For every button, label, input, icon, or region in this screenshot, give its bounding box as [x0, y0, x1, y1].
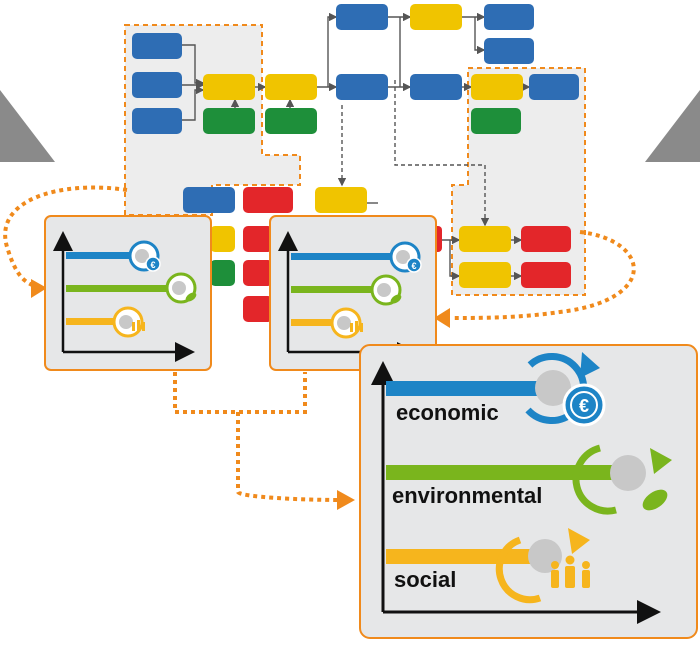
mini-bar-environmental — [291, 286, 379, 293]
process-box-yellow — [203, 74, 255, 100]
process-region-right — [451, 67, 586, 296]
bar-social — [386, 549, 534, 564]
globe-leaf-cycle-icon — [572, 444, 672, 515]
process-box-blue — [336, 74, 388, 100]
mini-chart-panel-1: € — [44, 215, 212, 371]
orange-flow-connectors — [3, 185, 636, 502]
process-box-yellow — [471, 74, 523, 100]
process-box-yellow — [315, 187, 367, 213]
process-box-red — [243, 226, 273, 252]
process-box-red — [243, 187, 293, 213]
process-box-blue — [529, 74, 579, 100]
mini-bar-economic — [66, 252, 144, 259]
globe-people-cycle-icon — [495, 528, 590, 604]
globe-people-cycle-icon — [112, 306, 145, 338]
process-connectors — [182, 12, 531, 281]
process-box-blue — [484, 38, 534, 64]
right-gray-wedge — [645, 90, 700, 162]
mini-bar-social — [291, 319, 341, 326]
globe-people-cycle-icon — [330, 307, 363, 339]
bar-environmental — [386, 465, 614, 480]
process-box-green — [210, 260, 235, 286]
process-box-blue — [132, 72, 182, 98]
mini-bar-economic — [291, 253, 403, 260]
globe-euro-cycle-icon: € — [128, 240, 161, 272]
process-box-green — [203, 108, 255, 134]
label-environmental: environmental — [392, 483, 542, 508]
process-box-blue — [132, 33, 182, 59]
process-box-yellow — [410, 4, 462, 30]
process-box-blue — [484, 4, 534, 30]
svg-text:€: € — [411, 261, 416, 271]
process-box-red — [521, 226, 571, 252]
svg-text:€: € — [579, 396, 589, 416]
svg-text:€: € — [150, 260, 155, 270]
process-box-yellow — [459, 226, 511, 252]
process-box-red — [243, 260, 273, 286]
dashed-connectors — [337, 80, 490, 227]
globe-euro-cycle-icon: € — [525, 352, 606, 427]
label-social: social — [394, 567, 456, 592]
process-boxes — [132, 4, 579, 322]
mini-bar-environmental — [66, 285, 174, 292]
process-box-red — [243, 296, 273, 322]
bar-economic — [386, 381, 544, 396]
process-box-blue — [183, 187, 235, 213]
process-box-green — [265, 108, 317, 134]
process-box-blue — [336, 4, 388, 30]
process-box-yellow — [265, 74, 317, 100]
process-box-yellow — [210, 226, 235, 252]
large-chart-panel: economic environmental social € — [359, 344, 698, 639]
label-economic: economic — [396, 400, 499, 425]
mini-chart-panel-2: € — [269, 215, 437, 371]
globe-leaf-cycle-icon — [165, 272, 197, 304]
globe-euro-cycle-icon: € — [389, 241, 422, 273]
process-box-blue — [410, 74, 462, 100]
process-box-blue — [132, 108, 182, 134]
process-box-yellow — [459, 262, 511, 288]
mini-bar-social — [66, 318, 121, 325]
orange-arrowheads — [31, 279, 450, 510]
process-box-red — [521, 262, 571, 288]
globe-leaf-cycle-icon — [370, 274, 402, 306]
process-box-green — [471, 108, 521, 134]
left-gray-wedge — [0, 90, 55, 162]
